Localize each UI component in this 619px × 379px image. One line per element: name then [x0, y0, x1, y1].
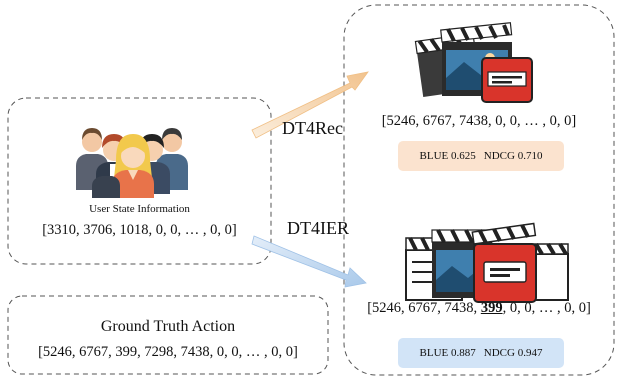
- film-clapper-icon: [405, 222, 569, 303]
- dt4rec-label: DT4Rec: [282, 118, 343, 138]
- user-state-sequence: [3310, 3706, 1018, 0, 0, … , 0, 0]: [42, 222, 237, 238]
- dt4rec-sequence: [5246, 6767, 7438, 0, 0, … , 0, 0]: [381, 113, 577, 129]
- user-state-caption: User State Information: [89, 203, 190, 215]
- dt4ier-metrics: BLUE 0.887 NDCG 0.947: [398, 338, 564, 368]
- user-state-panel: [7, 97, 272, 265]
- dt4ier-ndcg-score: NDCG 0.947: [483, 347, 543, 359]
- dt4ier-blue-score: BLUE 0.887: [419, 347, 476, 359]
- dt4ier-sequence: [5246, 6767, 7438, 399, 0, 0, … , 0, 0]: [344, 300, 614, 317]
- ground-truth-sequence: [5246, 6767, 399, 7298, 7438, 0, 0, … , …: [38, 344, 298, 360]
- dt4ier-sequence-suffix: , 0, 0, … , 0, 0]: [502, 300, 591, 316]
- dt4ier-sequence-highlight: 399: [480, 300, 503, 316]
- dt4rec-ndcg-score: NDCG 0.710: [483, 150, 543, 162]
- users-group-icon: [76, 128, 188, 198]
- dt4ier-arrow: [251, 235, 367, 288]
- ground-truth-title: Ground Truth Action: [100, 318, 236, 335]
- dt4rec-blue-score: BLUE 0.625: [419, 150, 476, 162]
- dt4rec-arrow: [251, 71, 369, 139]
- film-clapper-icon: [414, 22, 533, 103]
- dt4ier-label: DT4IER: [287, 218, 349, 238]
- results-panel: [343, 4, 615, 376]
- ground-truth-panel: [7, 295, 329, 375]
- dt4ier-sequence-prefix: [5246, 6767, 7438,: [367, 300, 481, 316]
- dt4rec-metrics: BLUE 0.625 NDCG 0.710: [398, 141, 564, 171]
